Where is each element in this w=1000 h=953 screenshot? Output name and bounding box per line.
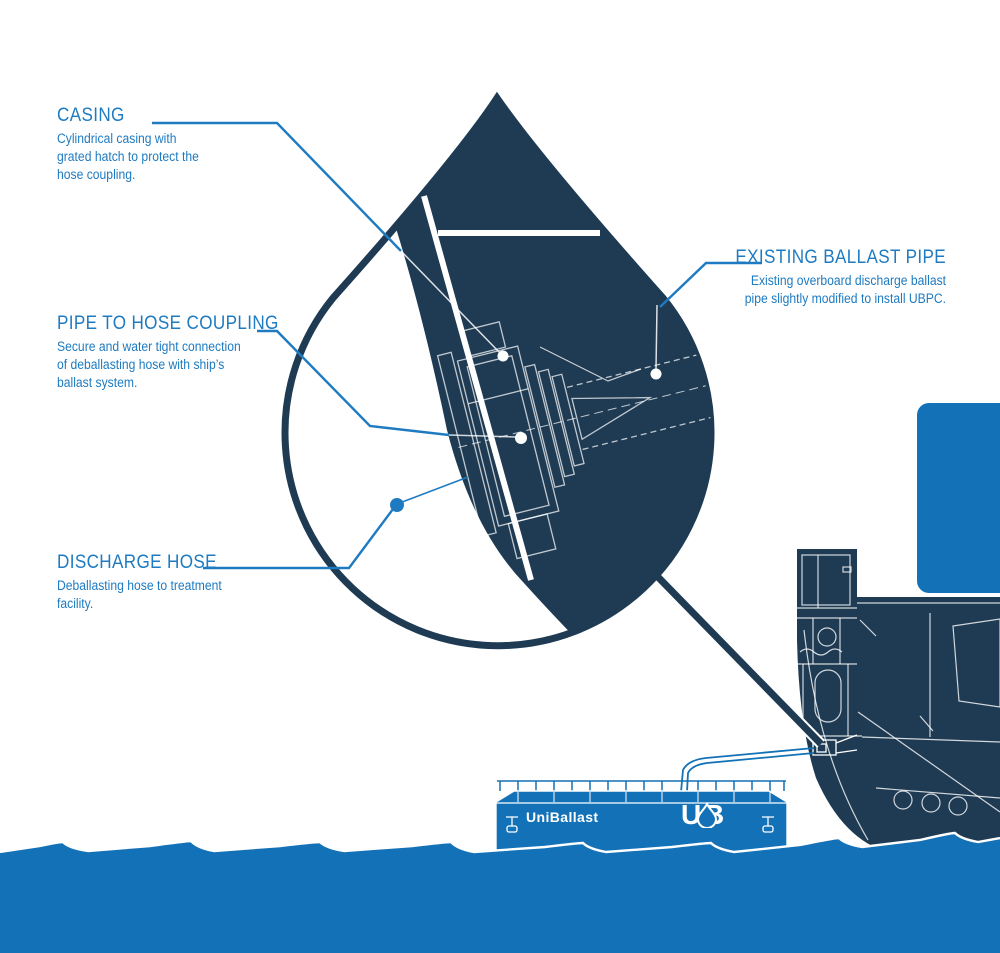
label-casing-line1: Cylindrical casing with xyxy=(57,131,177,146)
ship-hull xyxy=(797,549,1000,858)
label-coupling-line2: of deballasting hose with ship’s xyxy=(57,357,225,372)
label-ballast-line1: Existing overboard discharge ballast xyxy=(750,273,946,288)
casing-leader xyxy=(152,121,402,252)
ballast-leader-inner xyxy=(655,304,658,370)
logo-droplet-icon xyxy=(696,802,718,828)
superstructure-block xyxy=(917,403,1000,593)
leader-lines xyxy=(152,121,762,570)
barge-railing xyxy=(497,780,786,791)
label-casing: CASING Cylindrical casing with grated ha… xyxy=(57,104,199,184)
discharge-leader-inner xyxy=(396,476,469,505)
label-casing-line3: hose coupling. xyxy=(57,167,136,182)
label-casing-desc: Cylindrical casing with grated hatch to … xyxy=(57,130,199,184)
label-discharge-line2: facility. xyxy=(57,596,94,611)
label-casing-title: CASING xyxy=(57,105,125,126)
magnifier-pointer-line xyxy=(654,573,825,748)
ballast-dot xyxy=(650,368,662,380)
coupling-leader-inner xyxy=(448,434,517,438)
discharge-dot xyxy=(390,498,404,512)
label-ballast-desc: Existing overboard discharge ballast pip… xyxy=(735,272,946,308)
casing-leader-inner xyxy=(400,250,501,354)
barge-name: UniBallast xyxy=(526,809,599,825)
coupling-dot xyxy=(515,432,527,444)
label-ballast: EXISTING BALLAST PIPE Existing overboard… xyxy=(735,246,946,308)
water-edge-line xyxy=(0,831,1000,854)
barge-deck-ticks xyxy=(517,792,771,802)
label-casing-line2: grated hatch to protect the xyxy=(57,149,199,164)
label-coupling: PIPE TO HOSE COUPLING Secure and water t… xyxy=(57,312,279,392)
label-coupling-desc: Secure and water tight connection of deb… xyxy=(57,338,279,392)
ship-hull-shape xyxy=(797,549,1000,858)
hull-seam-diagonal xyxy=(421,195,534,581)
hatch-line xyxy=(539,346,642,382)
label-coupling-title: PIPE TO HOSE COUPLING xyxy=(57,313,279,334)
barge-bollards xyxy=(506,816,774,833)
discharge-leader xyxy=(203,504,397,570)
label-coupling-line3: ballast system. xyxy=(57,375,138,390)
label-ballast-title: EXISTING BALLAST PIPE xyxy=(735,247,946,268)
discharge-hose-lines xyxy=(680,747,815,793)
label-ballast-line2: pipe slightly modified to install UBPC. xyxy=(744,291,946,306)
label-discharge-desc: Deballasting hose to treatment facility. xyxy=(57,577,222,613)
uniballast-logo: U B xyxy=(681,800,739,832)
logo-letter-u: U xyxy=(681,799,702,830)
label-discharge-line1: Deballasting hose to treatment xyxy=(57,578,222,593)
label-discharge-title: DISCHARGE HOSE xyxy=(57,552,217,573)
label-discharge: DISCHARGE HOSE Deballasting hose to trea… xyxy=(57,551,222,613)
casing-dot xyxy=(497,350,509,362)
water-fill xyxy=(0,833,1000,953)
coupling-leader xyxy=(257,329,450,437)
ballast-leader xyxy=(659,261,762,308)
label-coupling-line1: Secure and water tight connection xyxy=(57,339,241,354)
water xyxy=(0,831,1000,953)
